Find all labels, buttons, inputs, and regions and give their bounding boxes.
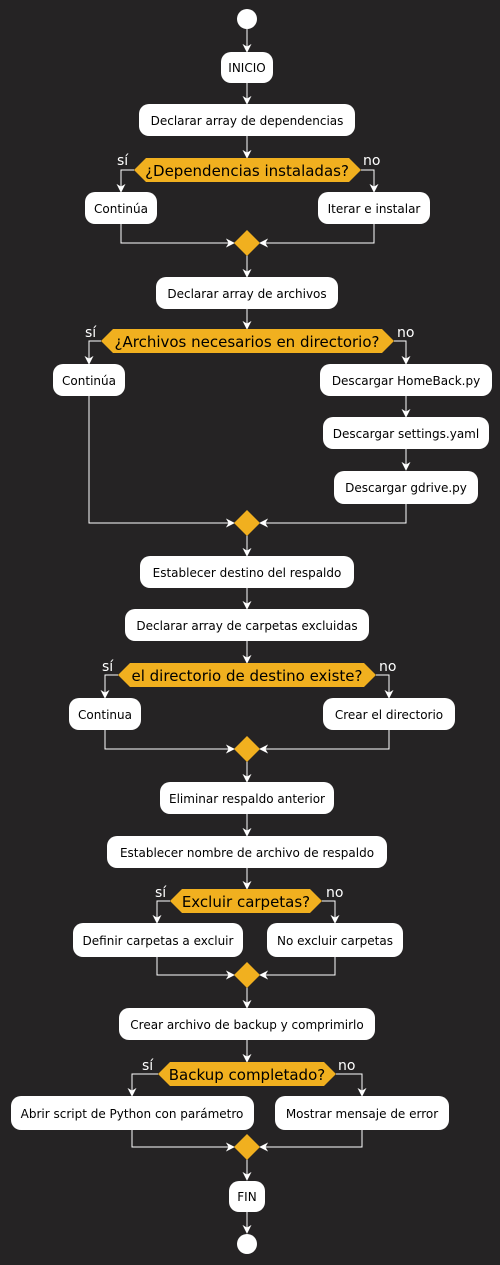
action-download-settings: Descargar settings.yaml <box>323 417 489 449</box>
action-label: Eliminar respaldo anterior <box>169 792 325 806</box>
action-label: Descargar HomeBack.py <box>332 374 480 388</box>
connectors <box>84 29 411 1234</box>
branch-no-label: no <box>397 325 414 341</box>
action-iterate-install: Iterar e instalar <box>318 192 430 224</box>
branch-yes-label: sí <box>142 1058 154 1074</box>
action-download-homeback: Descargar HomeBack.py <box>320 364 492 396</box>
action-create-backup: Crear archivo de backup y comprimirlo <box>119 1008 375 1040</box>
action-declare-deps: Declarar array de dependencias <box>139 104 355 136</box>
branch-no-label: no <box>338 1058 355 1074</box>
merge-diamond <box>234 962 260 988</box>
action-continue-2: Continúa <box>53 364 125 396</box>
action-label: No excluir carpetas <box>277 934 393 948</box>
action-label: Descargar settings.yaml <box>333 427 479 441</box>
action-label: Declarar array de carpetas excluidas <box>136 619 357 633</box>
branch-yes-label: sí <box>85 325 97 341</box>
action-label: Declarar array de archivos <box>167 287 326 301</box>
condition-label: ¿Dependencias instaladas? <box>145 162 349 180</box>
action-label: Continúa <box>94 202 148 216</box>
action-continue-1: Continúa <box>85 192 157 224</box>
condition-deps-installed: ¿Dependencias instaladas? <box>134 158 361 182</box>
fin-node: FIN <box>229 1181 265 1212</box>
condition-label: ¿Archivos necesarios en directorio? <box>115 333 380 351</box>
condition-label: el directorio de destino existe? <box>132 667 363 685</box>
action-label: Declarar array de dependencias <box>151 114 344 128</box>
condition-exclude-folders: Excluir carpetas? <box>170 889 322 913</box>
condition-label: Backup completado? <box>169 1066 325 1084</box>
action-show-error: Mostrar mensaje de error <box>275 1096 449 1130</box>
action-declare-excluded: Declarar array de carpetas excluidas <box>125 609 369 641</box>
action-label: Iterar e instalar <box>328 202 421 216</box>
action-define-excluded: Definir carpetas a excluir <box>73 923 243 957</box>
action-download-gdrive: Descargar gdrive.py <box>334 471 478 504</box>
branch-no-label: no <box>379 659 396 675</box>
condition-backup-done: Backup completado? <box>158 1062 336 1086</box>
branch-yes-label: sí <box>117 153 129 169</box>
action-set-destination: Establecer destino del respaldo <box>140 556 354 588</box>
action-open-script: Abrir script de Python con parámetro <box>11 1096 254 1130</box>
action-label: Mostrar mensaje de error <box>286 1107 438 1121</box>
inicio-label: INICIO <box>228 61 265 75</box>
action-label: Descargar gdrive.py <box>345 481 467 495</box>
merge-diamond <box>234 230 260 256</box>
fin-label: FIN <box>237 1190 256 1204</box>
end-node <box>237 1234 257 1254</box>
action-delete-previous: Eliminar respaldo anterior <box>160 782 334 814</box>
branch-yes-label: sí <box>155 885 167 901</box>
branch-no-label: no <box>363 153 380 169</box>
condition-dest-exists: el directorio de destino existe? <box>118 663 376 687</box>
action-create-directory: Crear el directorio <box>323 698 455 730</box>
condition-files-present: ¿Archivos necesarios en directorio? <box>101 329 394 353</box>
action-label: Establecer destino del respaldo <box>153 566 342 580</box>
merge-diamond <box>234 1134 260 1160</box>
action-label: Establecer nombre de archivo de respaldo <box>120 846 374 860</box>
action-declare-files: Declarar array de archivos <box>156 277 338 309</box>
inicio-node: INICIO <box>221 52 273 83</box>
action-label: Definir carpetas a excluir <box>83 934 234 948</box>
condition-label: Excluir carpetas? <box>182 893 310 911</box>
action-no-exclude: No excluir carpetas <box>267 923 403 957</box>
action-set-filename: Establecer nombre de archivo de respaldo <box>107 836 387 868</box>
action-label: Continúa <box>62 374 116 388</box>
action-label: Crear archivo de backup y comprimirlo <box>130 1018 363 1032</box>
branch-yes-label: sí <box>102 659 114 675</box>
action-continue-3: Continua <box>69 698 141 730</box>
action-label: Crear el directorio <box>335 708 443 722</box>
merge-diamond <box>234 510 260 536</box>
action-label: Abrir script de Python con parámetro <box>21 1107 244 1121</box>
merge-diamond <box>234 736 260 762</box>
branch-no-label: no <box>326 885 343 901</box>
action-label: Continua <box>78 708 132 722</box>
start-node <box>237 9 257 29</box>
